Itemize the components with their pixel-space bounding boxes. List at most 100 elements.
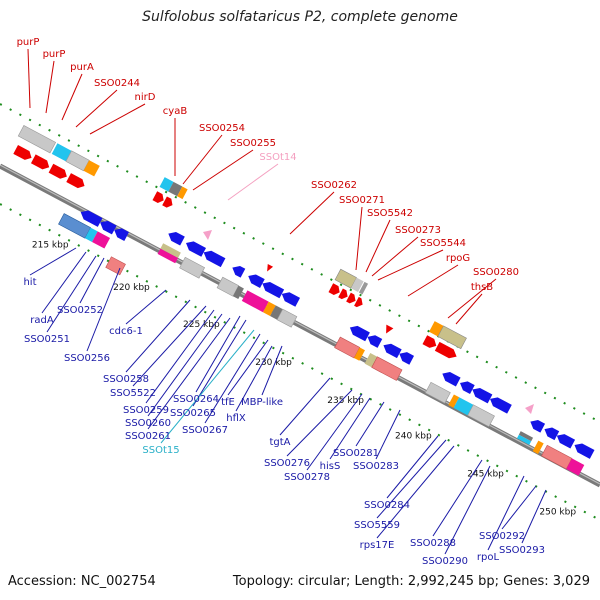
gene-label: SSO0276: [264, 458, 310, 469]
label-leader-line: [29, 247, 77, 276]
gene-label: tfE: [221, 397, 235, 408]
gene-arrow: [328, 283, 340, 295]
gene-box: [177, 186, 188, 200]
gene-arrow: [367, 335, 383, 348]
gene-box: [276, 308, 298, 328]
gene-cluster-purP: [13, 125, 100, 189]
gene-cluster-SSO0264: [216, 265, 301, 328]
gene-label: SSO5544: [420, 238, 466, 249]
gene-arrow: [203, 250, 226, 268]
gene-box: [467, 404, 495, 428]
label-leader-line: [147, 313, 223, 417]
gene-box: [159, 177, 174, 192]
gene-box: [541, 444, 573, 470]
label-leader-line: [192, 149, 254, 191]
gene-box: [262, 301, 276, 316]
gene-arrow: [434, 341, 457, 359]
label-leader-line: [279, 377, 331, 436]
gene-box: [532, 440, 544, 454]
gene-arrow: [281, 292, 301, 307]
gene-box: [453, 397, 474, 416]
label-leader-line: [355, 206, 363, 271]
gene-arrow: [354, 296, 363, 308]
label-leader-line: [27, 48, 31, 109]
accession-text: Accession: NC_002754: [8, 574, 156, 589]
gene-box: [334, 336, 361, 359]
gene-arrow: [248, 274, 265, 288]
gene-box: [17, 125, 57, 154]
label-leader-line: [89, 103, 146, 135]
gene-box: [270, 305, 283, 320]
gene-arrow: [48, 163, 67, 179]
label-leader-line: [125, 289, 167, 325]
gene-box: [354, 347, 365, 361]
label-leader-line: [86, 267, 121, 352]
label-leader-line: [192, 319, 247, 407]
gene-label: SSO0258: [103, 374, 149, 385]
label-leader-line: [79, 257, 105, 304]
label-leader-line: [261, 345, 283, 396]
gene-box: [92, 231, 111, 249]
gene-arrow: [544, 427, 560, 441]
gene-label: SSO0259: [123, 405, 169, 416]
label-leader-line: [286, 389, 353, 457]
gene-box: [105, 256, 126, 276]
gene-label: SSO0280: [473, 267, 519, 278]
gene-arrow-small: [386, 324, 394, 334]
gene-arrow: [13, 145, 32, 160]
gene-cluster-cdc6: [157, 231, 226, 279]
gene-arrow: [30, 154, 50, 170]
gene-label: cyaB: [163, 106, 188, 117]
gene-box: [51, 143, 72, 162]
gene-label: SSO0255: [230, 138, 276, 149]
label-leader-line: [376, 439, 447, 519]
label-leader-line: [455, 293, 483, 325]
gene-box: [358, 281, 369, 295]
gene-label: rpoG: [446, 253, 470, 264]
gene-box: [232, 285, 244, 300]
label-leader-line: [45, 60, 55, 114]
gene-box: [364, 353, 378, 368]
gene-cluster-rpoG: [422, 321, 467, 359]
gene-arrow: [349, 325, 370, 342]
gene-arrow: [168, 231, 185, 246]
label-leader-line: [182, 134, 223, 185]
forward-strand-features: [13, 125, 467, 359]
gene-label: purA: [70, 62, 94, 73]
gene-arrow: [574, 443, 595, 459]
gene-box: [84, 227, 98, 242]
gene-label: SSO5542: [367, 208, 413, 219]
label-leader-line: [355, 401, 385, 447]
gene-box: [518, 431, 534, 442]
gene-arrow: [442, 371, 461, 387]
label-leader-line: [160, 329, 255, 444]
label-leader-line: [375, 409, 401, 460]
label-leader-line: [204, 333, 261, 424]
gene-arrow: [460, 381, 475, 394]
gene-arrow: [556, 434, 576, 449]
outer-dotted-track: [0, 103, 600, 423]
gene-box: [157, 248, 179, 264]
gene-labels: purPpurPpurASSO0244nirDcyaBSSO0254SSO025…: [17, 37, 545, 567]
gene-label: SSO0278: [284, 472, 330, 483]
gene-arrow: [232, 265, 246, 278]
gene-arrow: [422, 335, 437, 348]
genome-summary-text: Topology: circular; Length: 2,992,245 bp…: [232, 574, 590, 589]
label-leader-line: [132, 305, 207, 387]
gene-label: SSO0254: [199, 123, 245, 134]
gene-arrow: [383, 343, 402, 359]
gene-arrow: [399, 352, 415, 365]
gene-label: SSO0290: [422, 556, 468, 567]
ruler-label: 235 kbp: [327, 396, 364, 406]
label-leader-line: [371, 236, 419, 277]
gene-label-lines: [27, 48, 547, 555]
ruler-label: 225 kbp: [183, 320, 220, 330]
gene-label: SSO0262: [311, 180, 357, 191]
label-leader-line: [487, 475, 525, 551]
gene-cluster-rpoL: [516, 419, 595, 476]
label-leader-line: [329, 397, 371, 460]
gene-label: SSO5522: [110, 388, 156, 399]
gene-arrow: [346, 292, 356, 304]
gene-label: hflX: [226, 413, 246, 424]
reverse-strand-features: [58, 210, 595, 476]
